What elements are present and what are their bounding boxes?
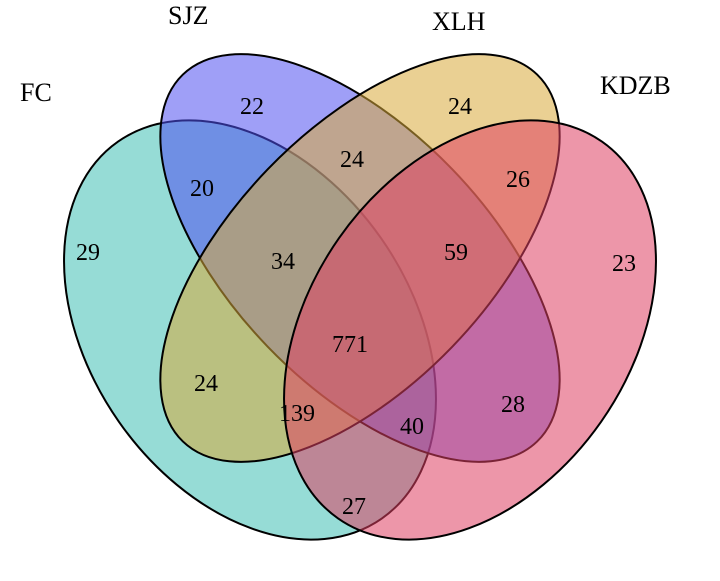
region-xlh-only: 24 <box>448 94 472 120</box>
region-fc-only: 29 <box>76 240 100 266</box>
set-label-xlh: XLH <box>432 7 486 36</box>
region-fc-kdzb: 27 <box>342 494 366 520</box>
region-sjz-kdzb: 28 <box>501 392 525 418</box>
set-label-kdzb: KDZB <box>600 71 671 100</box>
region-fc-xlh: 24 <box>194 371 218 397</box>
region-kdzb-only: 23 <box>612 251 636 277</box>
region-labels: 29 22 24 23 20 24 26 34 59 771 24 139 40… <box>76 94 636 520</box>
set-label-sjz: SJZ <box>168 1 208 30</box>
set-label-fc: FC <box>20 78 52 107</box>
region-all: 771 <box>332 332 368 358</box>
region-fc-sjz: 20 <box>190 176 214 202</box>
region-sjz-only: 22 <box>240 94 264 120</box>
set-shape-kdzb <box>283 119 657 541</box>
set-labels: FC SJZ XLH KDZB <box>20 1 671 107</box>
region-xlh-kdzb: 26 <box>506 167 530 193</box>
region-fc-sjz-xlh: 34 <box>271 249 295 275</box>
region-sjz-xlh: 24 <box>340 147 364 173</box>
region-sjz-xlh-kdzb: 59 <box>444 240 468 266</box>
region-fc-sjz-kdzb: 40 <box>400 414 424 440</box>
region-fc-xlh-kdzb: 139 <box>279 401 315 427</box>
